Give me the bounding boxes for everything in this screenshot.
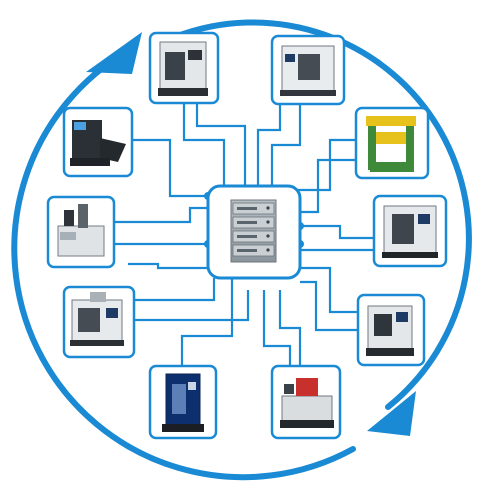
machine-box-right-middle <box>372 194 448 268</box>
cycle-arc-left <box>11 45 356 481</box>
wire-9 <box>300 266 372 314</box>
gantry-machine-icon <box>280 378 334 428</box>
machine-box-left-lower <box>62 285 136 359</box>
connector-lines <box>112 102 374 368</box>
wire-1 <box>182 102 232 192</box>
cycle-ring <box>11 19 472 481</box>
wire-4 <box>270 104 302 190</box>
wire-18 <box>262 290 292 366</box>
wire-15 <box>134 290 250 322</box>
cnc-machining-center-icon <box>382 205 438 258</box>
server-rack-icon <box>230 199 277 263</box>
vertical-cnc-center-icon <box>162 373 204 432</box>
cycle-arrowhead-top-icon <box>86 32 142 74</box>
cycle-arrowhead-bottom-icon <box>367 391 416 436</box>
machine-box-right-lower <box>356 293 426 367</box>
wire-17 <box>180 278 234 366</box>
machine-box-top-left <box>148 31 220 105</box>
machine-box-right-top <box>354 106 430 180</box>
wire-5 <box>284 138 356 192</box>
wire-12 <box>112 206 208 224</box>
cnc-enclosed-machine-icon <box>280 45 336 96</box>
wire-3 <box>256 104 282 190</box>
central-server <box>206 184 302 280</box>
wire-16 <box>134 278 216 302</box>
hydraulic-press-icon <box>366 116 416 172</box>
cnc-mill-icon <box>70 292 124 346</box>
wire-8 <box>298 244 374 252</box>
edm-machine-icon <box>57 204 105 257</box>
machine-box-bottom-left <box>148 364 218 440</box>
wire-14 <box>128 262 208 270</box>
wire-11 <box>126 138 208 198</box>
cnc-vertical-machining-center-icon <box>158 41 208 96</box>
machine-box-left-top <box>62 106 134 178</box>
multi-axis-machine-icon <box>366 305 414 356</box>
cnc-lathe-icon <box>70 120 126 166</box>
machine-box-left-middle <box>46 195 116 269</box>
machine-box-top-right <box>270 34 346 106</box>
wire-19 <box>278 290 302 368</box>
wire-10 <box>300 280 358 332</box>
wire-7 <box>300 224 374 240</box>
machine-box-bottom-right <box>270 364 342 440</box>
cycle-arc-right <box>172 19 472 410</box>
wire-6 <box>290 158 356 214</box>
wire-2 <box>195 102 247 190</box>
